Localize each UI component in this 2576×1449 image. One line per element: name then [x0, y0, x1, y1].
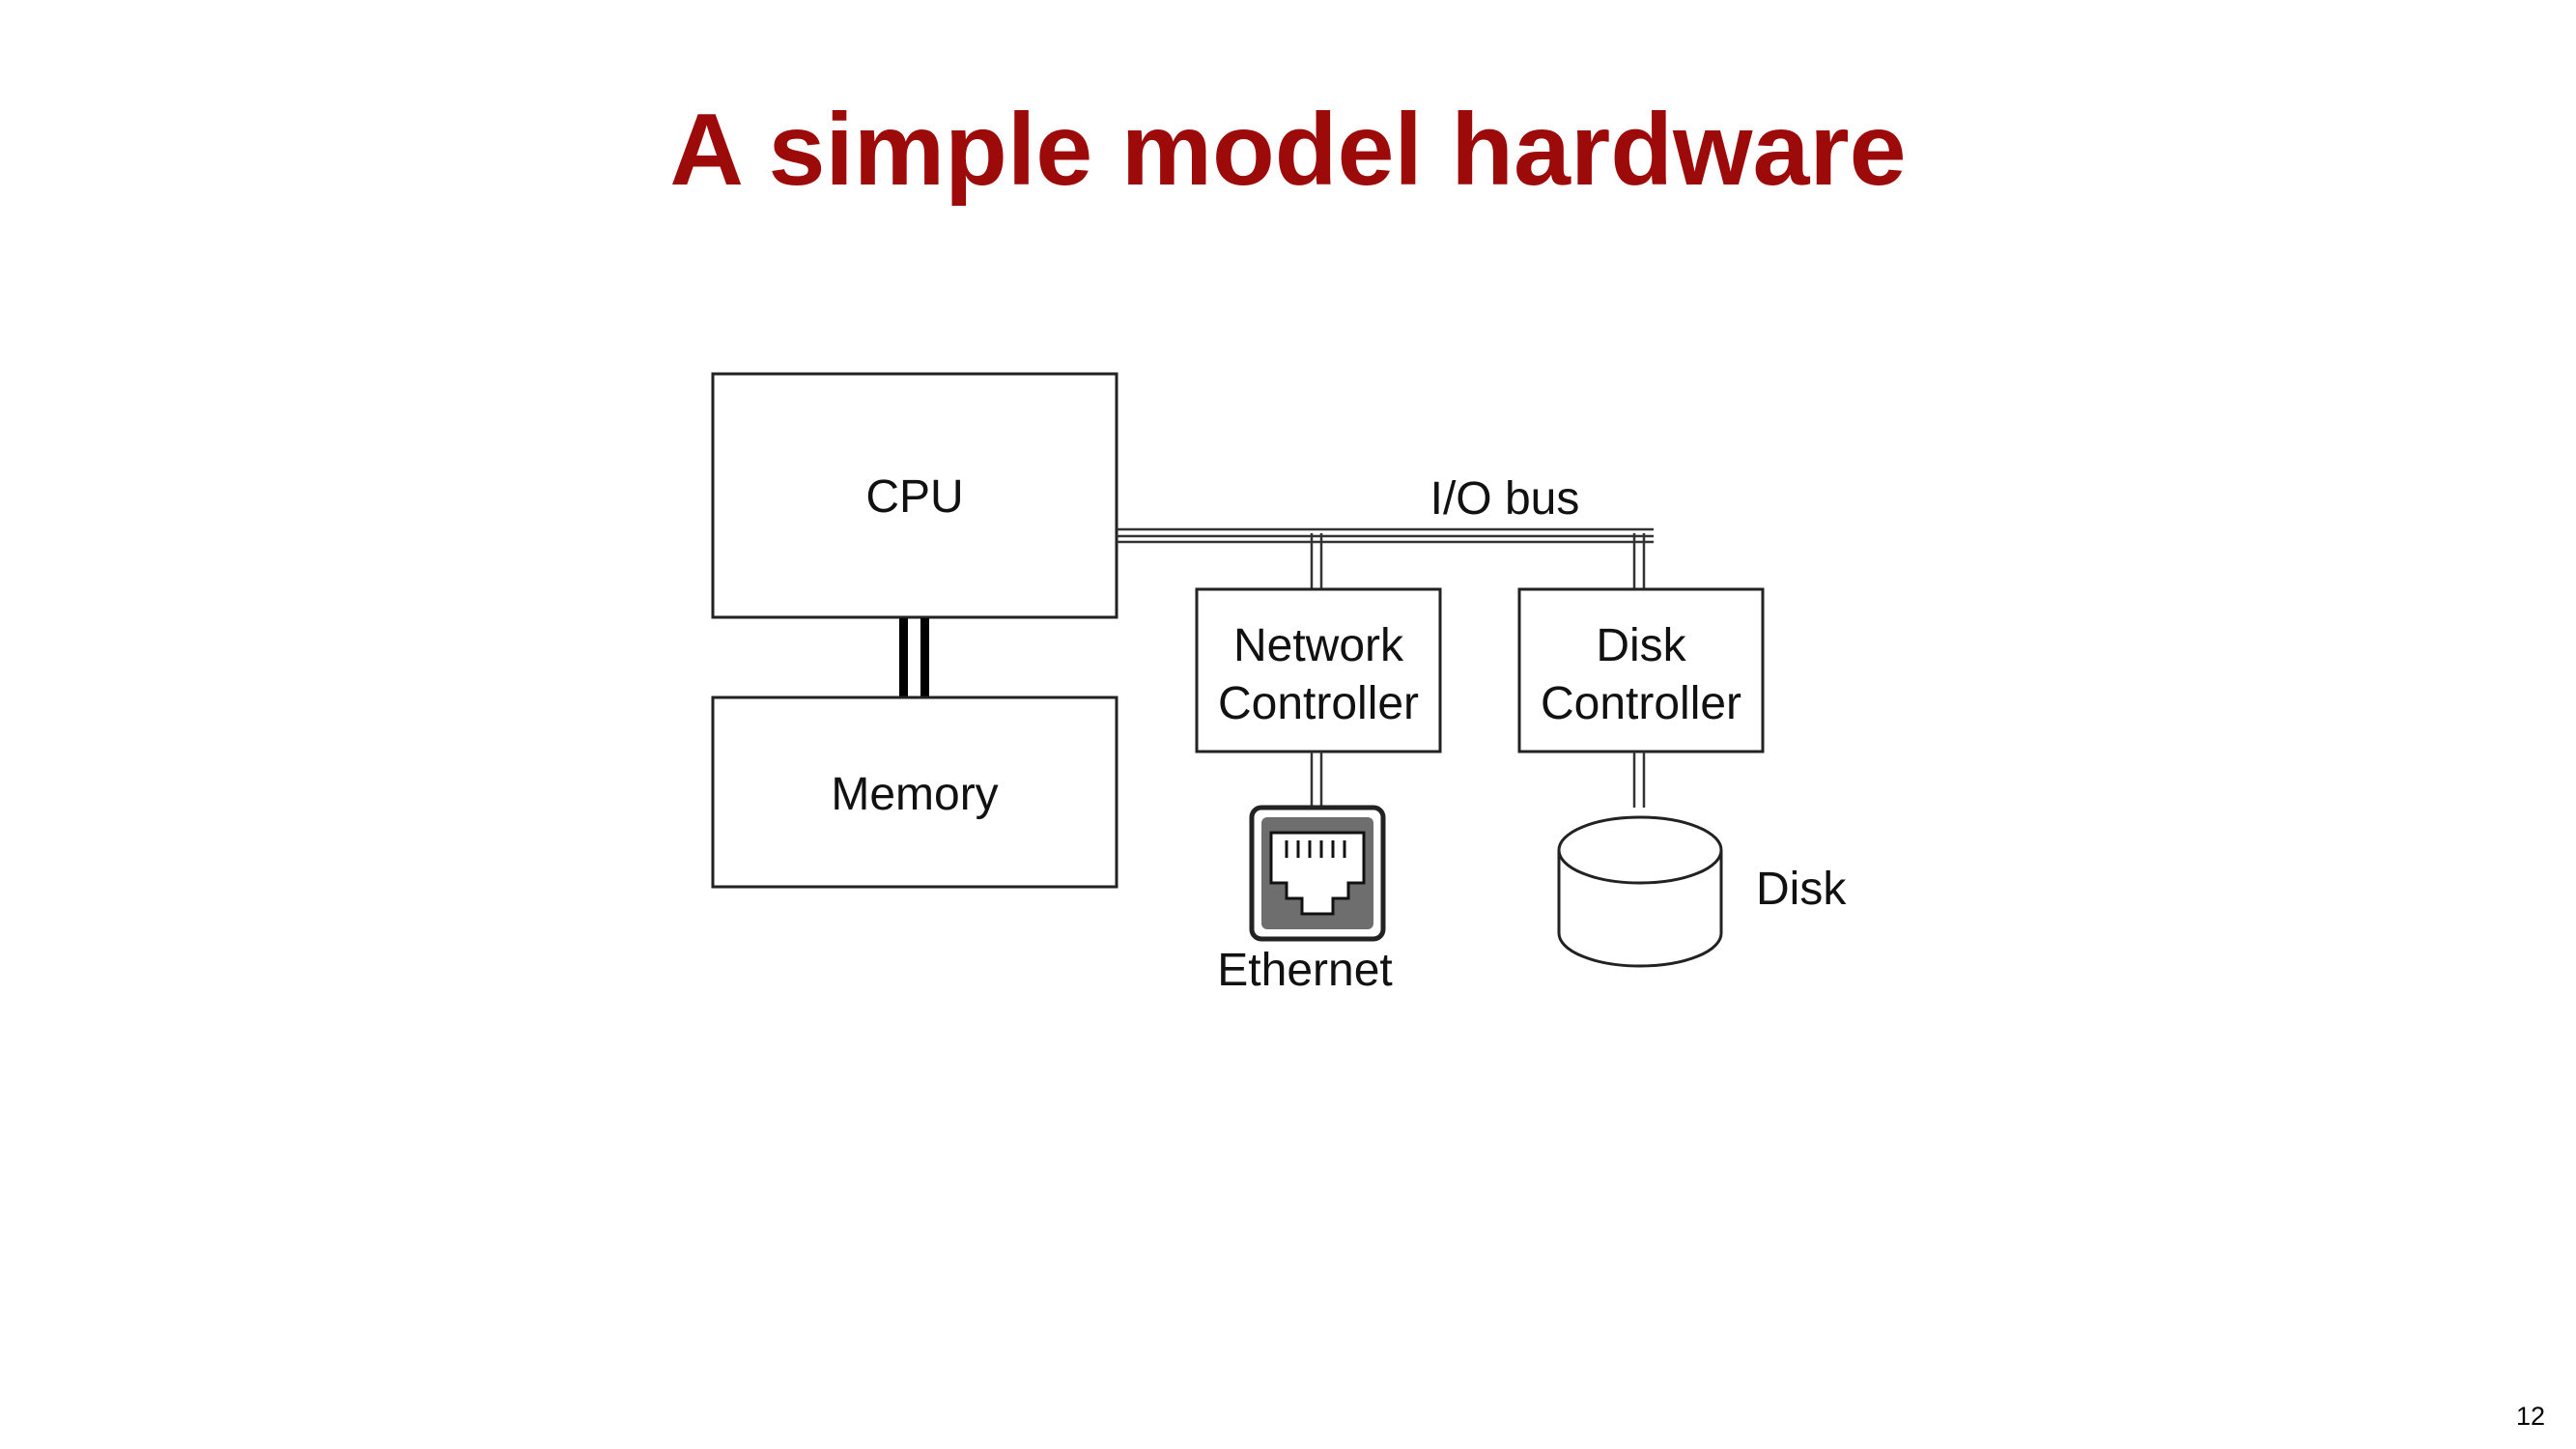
- network-controller-label-line1: Network: [1233, 620, 1404, 671]
- disk-label: Disk: [1756, 864, 1847, 915]
- disk-connector: [1632, 752, 1646, 808]
- ethernet-label: Ethernet: [1217, 945, 1392, 996]
- disk-icon: [1557, 815, 1723, 968]
- slide-title: A simple model hardware: [669, 93, 1907, 207]
- ethernet-connector: [1310, 752, 1323, 808]
- disk-bus-drop: [1632, 533, 1646, 589]
- ethernet-port-icon: [1249, 805, 1386, 942]
- network-controller-block: Network Controller: [1195, 587, 1442, 753]
- memory-label: Memory: [831, 769, 998, 820]
- network-bus-drop: [1310, 533, 1323, 589]
- memory-bus-connector: [899, 618, 929, 697]
- disk-controller-block: Disk Controller: [1517, 587, 1765, 753]
- cpu-label: CPU: [865, 471, 963, 523]
- cpu-block: CPU: [711, 372, 1118, 619]
- disk-controller-label-line1: Disk: [1596, 620, 1686, 671]
- io-bus: [1117, 527, 1654, 544]
- disk-controller-label-line2: Controller: [1541, 678, 1741, 729]
- slide-number: 12: [2515, 1402, 2545, 1431]
- io-bus-label: I/O bus: [1430, 473, 1580, 525]
- network-controller-label-line2: Controller: [1218, 678, 1419, 729]
- memory-block: Memory: [711, 696, 1118, 889]
